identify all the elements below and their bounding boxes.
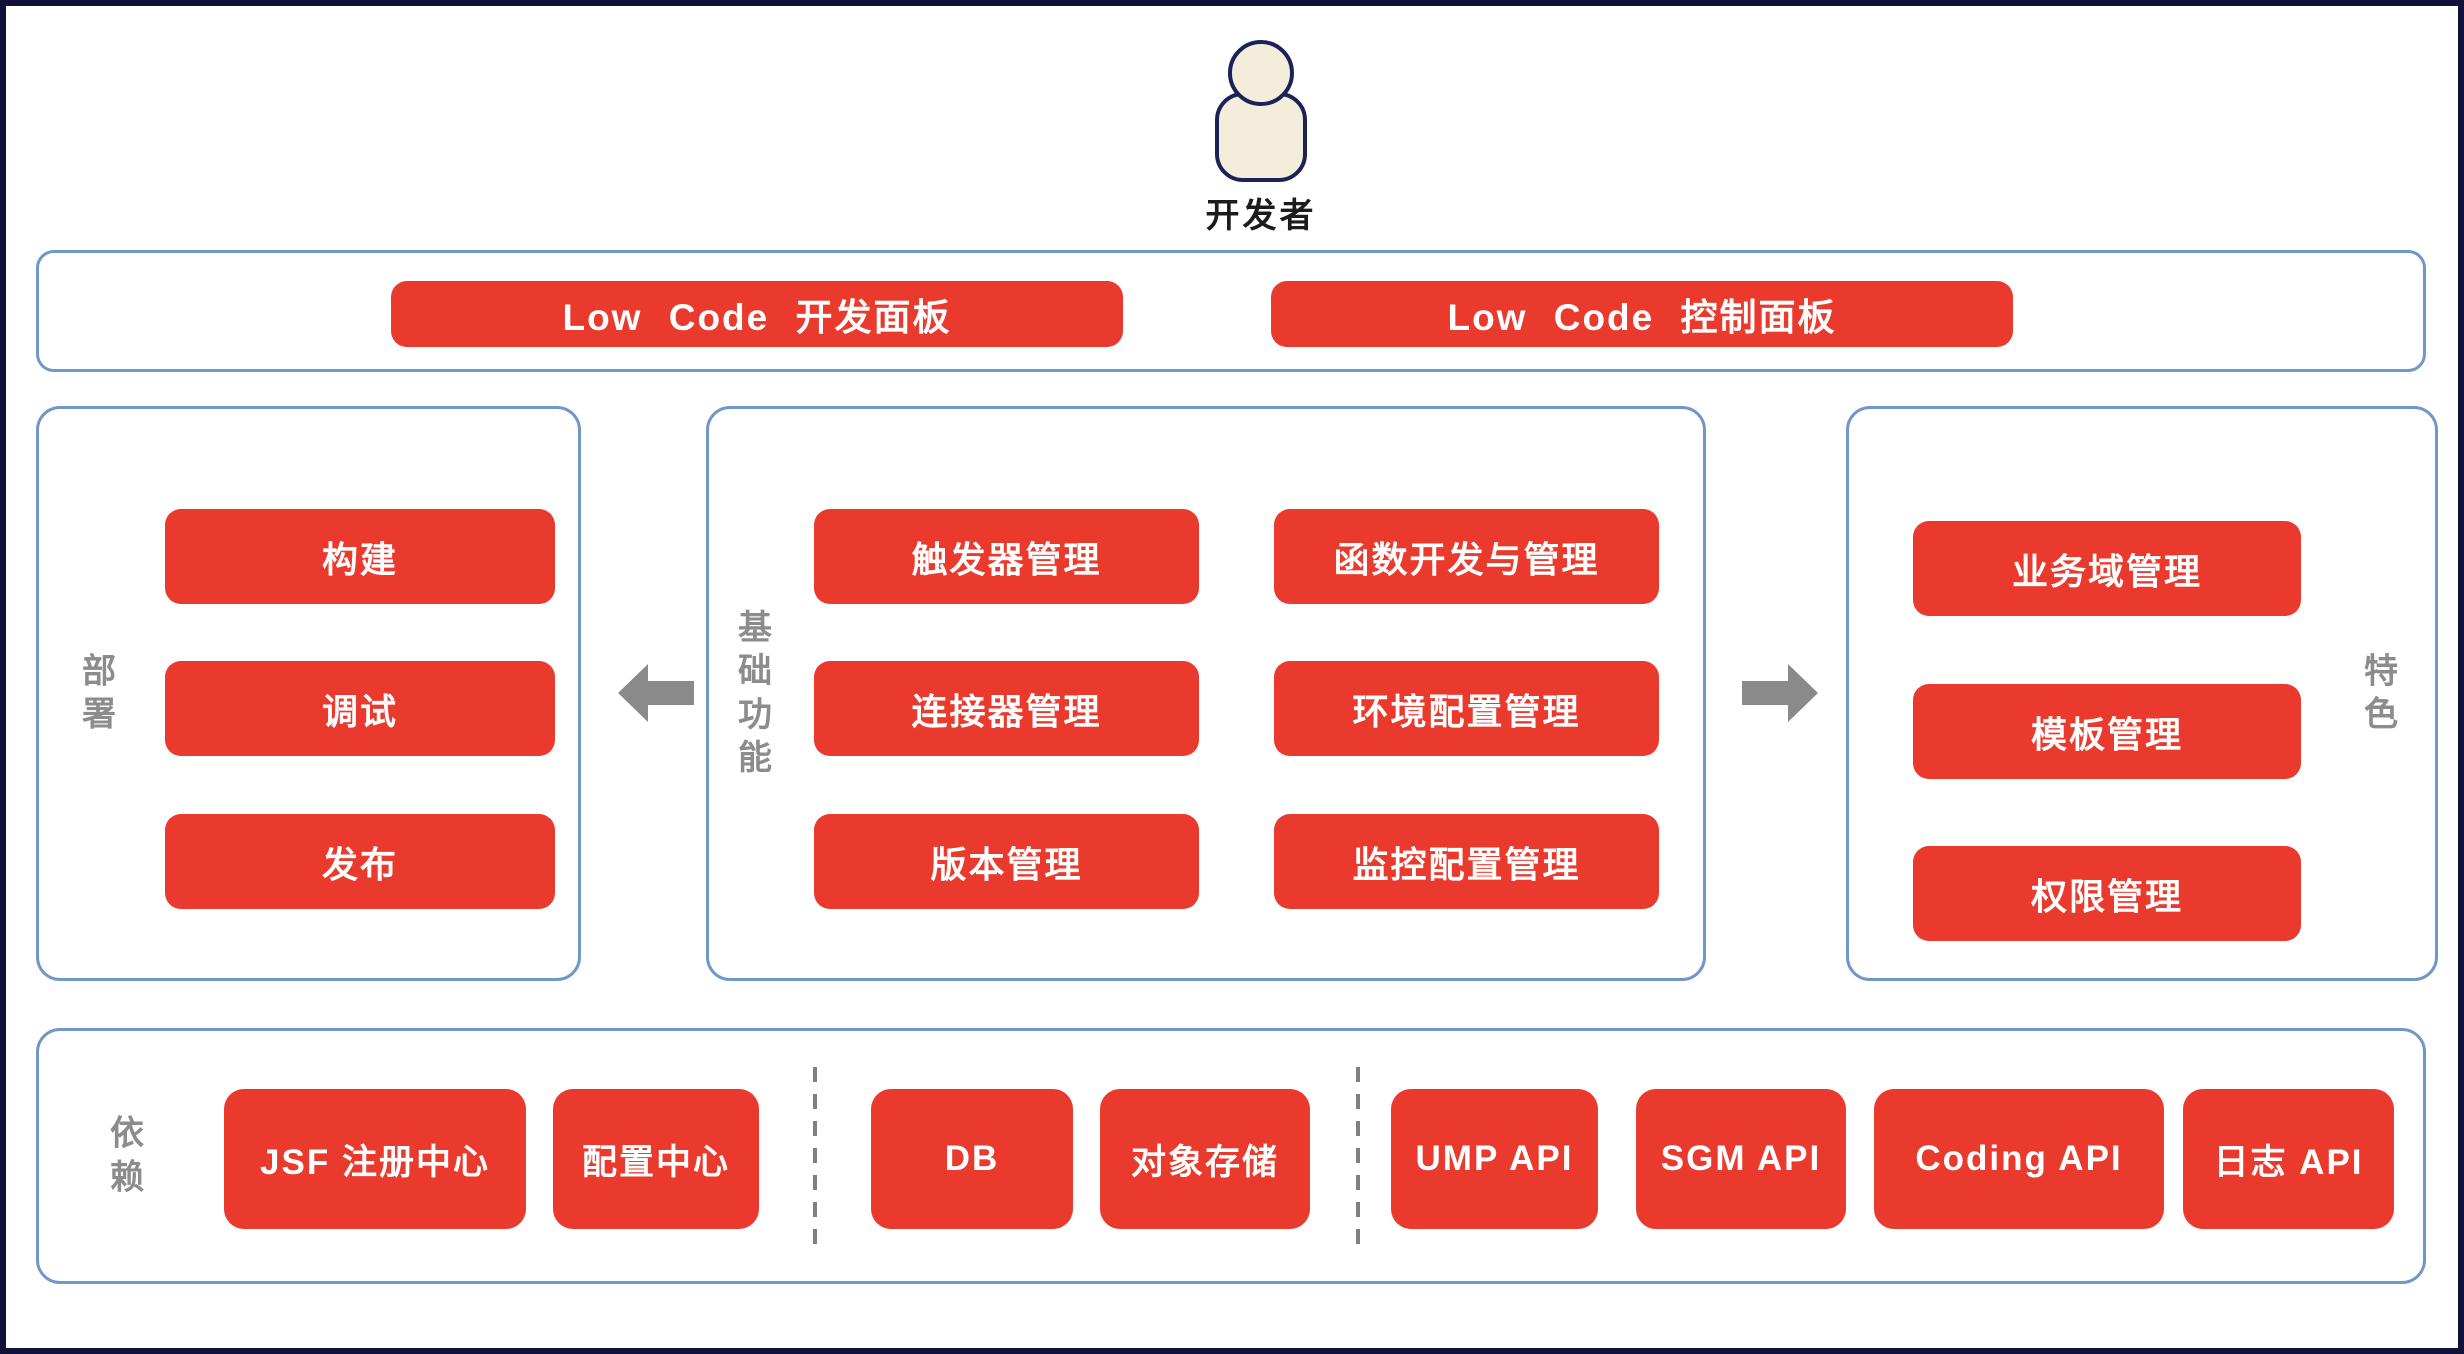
node-build: 构建 [165,509,555,604]
feature-group-box: 特色 业务域管理 模板管理 权限管理 [1846,406,2438,981]
dependencies-box: 依赖 JSF 注册中心 配置中心 DB 对象存储 UMP API SGM API… [36,1028,2426,1284]
node-db: DB [871,1089,1073,1229]
node-publish: 发布 [165,814,555,909]
low-code-control-panel-node: Low Code 控制面板 [1271,281,2013,347]
node-ump-api: UMP API [1391,1089,1598,1229]
node-connector-management: 连接器管理 [814,661,1199,756]
node-coding-api: Coding API [1874,1089,2164,1229]
panel-bar: Low Code 开发面板 Low Code 控制面板 [36,250,2426,372]
node-debug: 调试 [165,661,555,756]
node-log-api: 日志 API [2183,1089,2394,1229]
low-code-dev-panel-node: Low Code 开发面板 [391,281,1123,347]
basic-functions-box: 基础功能 触发器管理 函数开发与管理 连接器管理 环境配置管理 版本管理 监控配… [706,406,1706,981]
node-sgm-api: SGM API [1636,1089,1846,1229]
node-business-domain-management: 业务域管理 [1913,521,2301,616]
feature-group-label: 特色 [2364,651,2398,734]
dashed-divider [1356,1067,1360,1251]
deploy-group-label: 部署 [82,651,116,734]
node-jsf-registry: JSF 注册中心 [224,1089,526,1229]
node-config-center: 配置中心 [553,1089,759,1229]
dashed-divider [813,1067,817,1251]
deploy-group-box: 部署 构建 调试 发布 [36,406,581,981]
node-template-management: 模板管理 [1913,684,2301,779]
developer-label: 开发者 [1205,197,1317,235]
dependencies-label: 依赖 [110,1114,144,1196]
node-permission-management: 权限管理 [1913,846,2301,941]
developer-icon [1215,40,1307,182]
node-trigger-management: 触发器管理 [814,509,1199,604]
node-env-config-management: 环境配置管理 [1274,661,1659,756]
node-function-dev-management: 函数开发与管理 [1274,509,1659,604]
node-object-storage: 对象存储 [1100,1089,1310,1229]
node-version-management: 版本管理 [814,814,1199,909]
basic-functions-label: 基础功能 [738,608,772,778]
arrow-left-icon [618,664,694,722]
node-monitor-config-management: 监控配置管理 [1274,814,1659,909]
arrow-right-icon [1742,664,1818,722]
